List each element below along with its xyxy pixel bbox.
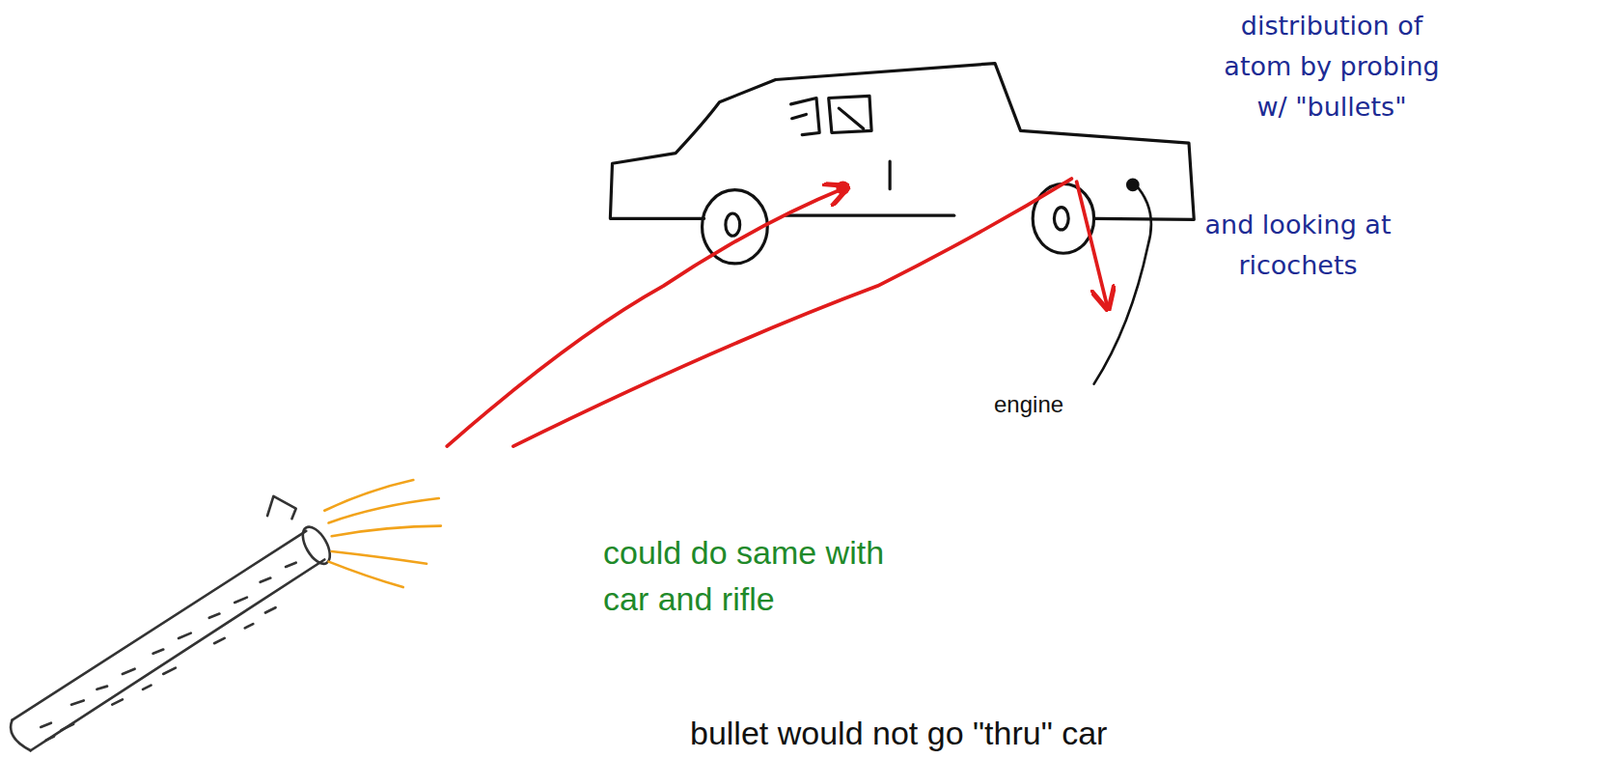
note-text: distribution of atom by probing w/ "bull… — [1211, 5, 1453, 128]
rifle-drawing — [10, 496, 335, 750]
note-text: bullet would not go "thru" car — [689, 712, 1107, 753]
note-text: and looking at ricochets — [1182, 204, 1414, 286]
leader-line — [1094, 183, 1152, 384]
bullet-paths — [446, 178, 1107, 446]
part-label: engine — [993, 389, 1064, 419]
note-text: could do same with car and rifle — [603, 528, 922, 622]
car-outline — [609, 63, 1194, 264]
muzzle-flash — [324, 479, 442, 587]
